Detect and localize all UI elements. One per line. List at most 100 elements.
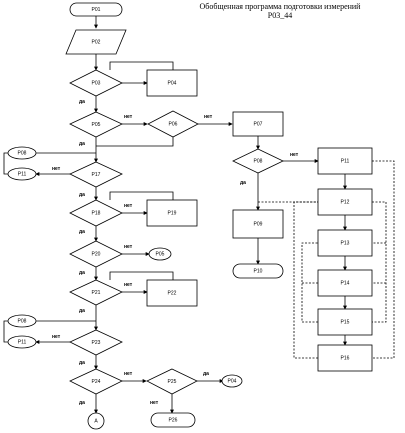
node-p25-decision — [146, 368, 198, 395]
label-p05: Р05 — [92, 122, 101, 128]
branch-yes-p18: да — [79, 229, 85, 235]
node-p17-decision — [69, 161, 123, 188]
node-p16-process — [317, 344, 373, 372]
label-p16: Р16 — [341, 355, 350, 361]
label-p17: Р17 — [92, 172, 101, 178]
label-p04: Р04 — [168, 80, 177, 86]
node-p19-process — [146, 199, 198, 227]
edge-left-loop-1 — [3, 152, 8, 175]
label-p18: Р18 — [92, 210, 101, 216]
edge-p04-loop — [109, 61, 174, 70]
diagram-title: Обобщенная программа подготовки измерени… — [160, 2, 400, 20]
label-connector-p09: Р08 — [18, 318, 27, 324]
label-p26: Р26 — [169, 417, 178, 423]
label-p15: Р15 — [341, 319, 350, 325]
branch-yes-p21: да — [79, 308, 85, 314]
branch-yes-p25: да — [203, 371, 209, 377]
label-p22: Р22 — [168, 290, 177, 296]
label-p24: Р24 — [92, 379, 101, 385]
branch-yes-p23: да — [79, 360, 85, 366]
edge-left-bus-outer — [293, 201, 318, 359]
branch-no-p21: нет — [124, 282, 133, 288]
branch-yes-p24: да — [79, 400, 85, 406]
label-p01: Р01 — [92, 7, 101, 13]
label-p11: Р11 — [341, 158, 350, 164]
node-p02-data — [65, 29, 127, 55]
label-p19: Р19 — [168, 210, 177, 216]
node-p14-process — [317, 269, 373, 297]
edge-left-loop-2 — [3, 320, 8, 343]
edge-right-bus-inner — [372, 201, 387, 323]
edge-right-bus-outer — [372, 160, 395, 359]
connector-p09-left — [7, 314, 37, 328]
label-p23: Р23 — [92, 340, 101, 346]
node-p20-decision — [69, 240, 123, 268]
node-p10-terminal — [232, 263, 284, 279]
label-p14: Р14 — [341, 280, 350, 286]
edge-p06-merge — [96, 137, 174, 147]
branch-no-p18: нет — [124, 203, 133, 209]
node-p08-decision — [232, 148, 284, 174]
node-p13-process — [317, 229, 373, 257]
node-p18-decision — [69, 199, 123, 227]
branch-yes-p05: да — [79, 141, 85, 147]
label-p02: Р02 — [92, 39, 101, 45]
label-connector-p11-1: Р11 — [18, 171, 27, 177]
edge-p19-loop — [109, 191, 174, 200]
node-p24-decision — [69, 368, 123, 395]
connector-p04-right — [221, 374, 243, 388]
node-p11-process — [317, 147, 373, 175]
branch-no-p25: нет — [150, 400, 159, 406]
branch-no-p08: нет — [290, 152, 299, 158]
label-connector-p04: Р04 — [228, 378, 237, 384]
node-p04-process — [146, 69, 198, 97]
label-connector-p11-2: Р11 — [18, 339, 27, 345]
connector-p11-left-1 — [7, 167, 37, 181]
edge-left-bus-inner — [301, 242, 318, 323]
node-p22-process — [146, 279, 198, 307]
label-p20: Р20 — [92, 251, 101, 257]
node-p06-decision — [147, 110, 199, 138]
connector-p08-left — [7, 146, 37, 160]
branch-no-p23: нет — [52, 334, 61, 340]
node-p21-decision — [69, 279, 123, 306]
branch-no-p05: нет — [124, 114, 133, 120]
node-p23-decision — [69, 329, 123, 356]
label-p21: Р21 — [92, 290, 101, 296]
node-p05-decision — [69, 111, 123, 138]
branch-yes-p03: да — [79, 99, 85, 105]
node-p03-decision — [69, 69, 123, 97]
branch-no-p17: нет — [52, 166, 61, 172]
node-p12-process — [317, 188, 373, 216]
branch-yes-p20: да — [79, 270, 85, 276]
edge-p22-loop — [109, 271, 174, 280]
label-p10: Р10 — [254, 268, 263, 274]
node-p09-process — [232, 209, 284, 239]
label-connector-p05: Р05 — [156, 251, 165, 257]
branch-no-p06: нет — [204, 114, 213, 120]
connector-p11-left-2 — [7, 335, 37, 349]
title-line-2: Р03_44 — [267, 11, 293, 20]
label-p06: Р06 — [169, 121, 178, 127]
label-p08: Р08 — [254, 158, 263, 164]
branch-yes-p17: да — [79, 192, 85, 198]
label-p07: Р07 — [254, 121, 263, 127]
branch-yes-p08: да — [240, 180, 246, 186]
node-p26-terminal — [150, 412, 196, 428]
label-a: А — [94, 418, 98, 424]
node-p01-terminal — [69, 2, 123, 17]
connector-p05-right — [148, 247, 172, 261]
label-p13: Р13 — [341, 240, 350, 246]
label-p25: Р25 — [168, 379, 177, 385]
node-a-connector — [87, 412, 105, 430]
label-p03: Р03 — [92, 80, 101, 86]
node-p07-process — [232, 111, 284, 137]
branch-no-p20: нет — [124, 244, 133, 250]
branch-no-p24: нет — [124, 371, 133, 377]
label-p12: Р12 — [341, 199, 350, 205]
title-line-1: Обобщенная программа подготовки измерени… — [199, 2, 361, 11]
label-p09: Р09 — [254, 221, 263, 227]
label-connector-p08: Р08 — [18, 150, 27, 156]
node-p15-process — [317, 308, 373, 336]
